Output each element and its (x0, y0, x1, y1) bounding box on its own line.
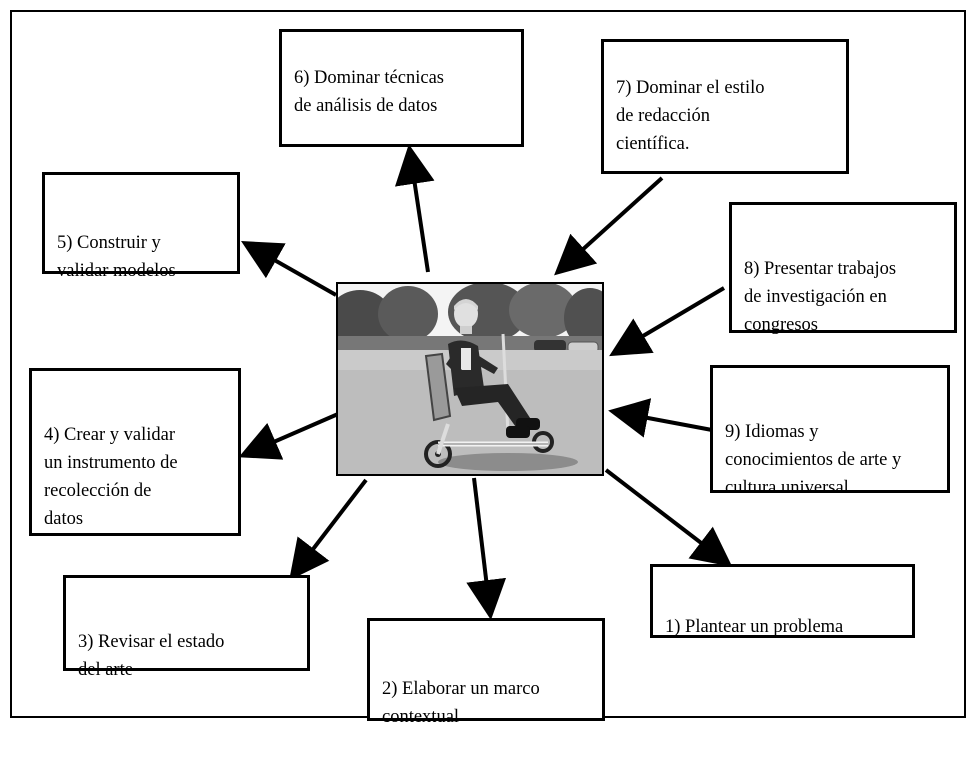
step-9-text: 9) Idiomas y conocimientos de arte y cul… (725, 422, 902, 498)
step-8-box: 8) Presentar trabajos de investigación e… (729, 202, 957, 335)
center-photo (336, 282, 604, 476)
step-9-box: 9) Idiomas y conocimientos de arte y cul… (710, 365, 950, 498)
step-4-box: 4) Crear y validar un instrumento de rec… (29, 368, 241, 536)
step-6-box: 6) Dominar técnicas de análisis de datos (279, 29, 524, 147)
step-2-text: 2) Elaborar un marco contextual (382, 679, 540, 727)
step-7-box: 7) Dominar el estilo de redacción cientí… (601, 39, 849, 174)
step-7-text: 7) Dominar el estilo de redacción cientí… (616, 78, 765, 154)
step-4-text: 4) Crear y validar un instrumento de rec… (44, 425, 178, 529)
step-3-box: 3) Revisar el estado del arte (63, 575, 310, 680)
step-5-box: 5) Construir y validar modelos (42, 172, 240, 281)
step-2-box: 2) Elaborar un marco contextual (367, 618, 605, 727)
step-3-text: 3) Revisar el estado del arte (78, 632, 225, 680)
step-1-text: 1) Plantear un problema (665, 617, 844, 637)
step-1-box: 1) Plantear un problema (650, 564, 915, 638)
step-6-text: 6) Dominar técnicas de análisis de datos (294, 68, 444, 116)
step-8-text: 8) Presentar trabajos de investigación e… (744, 259, 897, 335)
step-5-text: 5) Construir y validar modelos (57, 233, 176, 281)
